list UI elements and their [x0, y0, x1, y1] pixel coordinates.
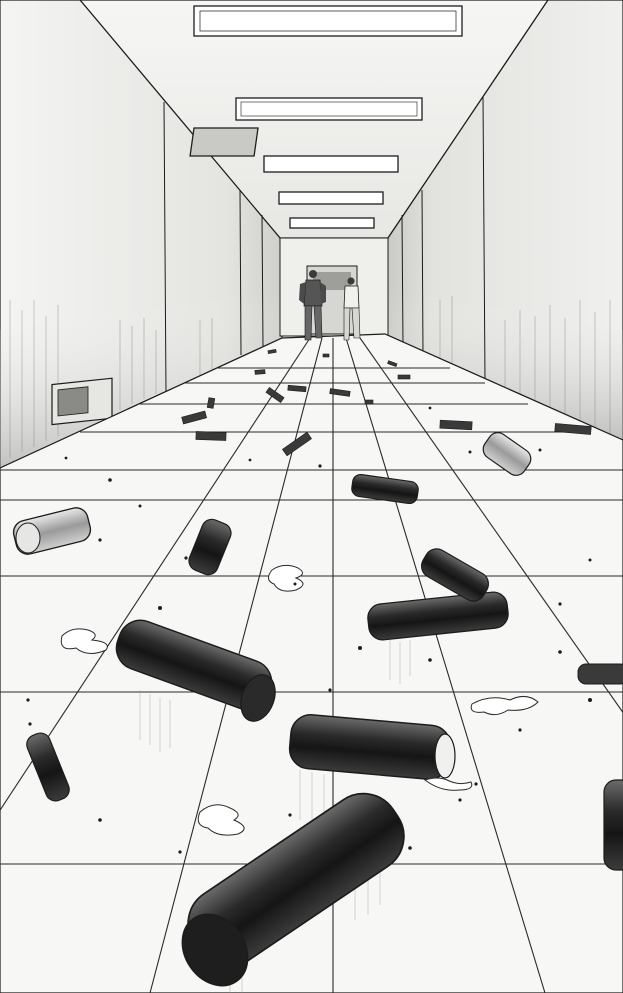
right-wall-base-shade — [385, 290, 623, 440]
bottle-mid-3 — [12, 507, 92, 555]
bottle-icon — [554, 423, 592, 435]
bottle-icon — [287, 384, 307, 393]
bottle-icon — [181, 410, 207, 425]
bottle-icon — [439, 419, 473, 431]
figure-right — [343, 277, 361, 341]
bottle-edge-right — [577, 663, 623, 871]
ceiling-vent — [189, 127, 259, 157]
bottle-fg-3 — [181, 792, 405, 987]
ceiling-light-icon — [235, 97, 423, 121]
bottle-icon — [267, 348, 277, 355]
bottle-mid-5 — [367, 548, 509, 641]
floor-specks — [26, 406, 592, 854]
ceiling-light-icon — [263, 155, 399, 173]
bottle-icon — [265, 386, 285, 404]
ceiling-light-icon — [278, 191, 384, 205]
bottle-icon — [188, 518, 232, 576]
bottle-icon — [367, 591, 509, 641]
bottle-icon — [329, 388, 351, 397]
bottle-icon — [322, 353, 330, 358]
person-icon — [309, 270, 317, 278]
bottle-fg-2 — [288, 714, 456, 780]
bottle-icon — [282, 431, 312, 457]
wall-hatching — [9, 296, 611, 458]
distant-debris — [181, 348, 592, 457]
bottle-mid-4 — [188, 518, 232, 576]
bottle-icon — [254, 369, 266, 375]
bottle-fg-1 — [115, 619, 276, 722]
wall-vent-panel — [51, 377, 113, 426]
spill-puddles — [60, 564, 539, 836]
bottle-icon — [364, 399, 374, 405]
left-wall-base-shade — [0, 290, 282, 468]
person-icon — [347, 277, 355, 285]
bottle-icon — [351, 473, 419, 505]
floor — [0, 333, 623, 993]
bottle-icon — [482, 432, 532, 476]
bottle-mid-1 — [351, 473, 419, 505]
figure-left — [299, 270, 326, 341]
bottle-fg-4 — [26, 732, 70, 802]
bottle-icon — [26, 732, 70, 802]
wall-seams — [163, 95, 486, 394]
ceiling-light-icon — [289, 217, 375, 229]
ceiling-light-icon — [193, 5, 463, 37]
bottle-icon — [603, 779, 623, 871]
bottle-icon — [387, 360, 398, 367]
bottle-icon — [195, 431, 227, 441]
bottle-icon — [206, 397, 216, 409]
ceiling-lights — [189, 5, 463, 229]
bottle-mid-2 — [482, 432, 532, 476]
bottle-icon — [397, 374, 411, 380]
